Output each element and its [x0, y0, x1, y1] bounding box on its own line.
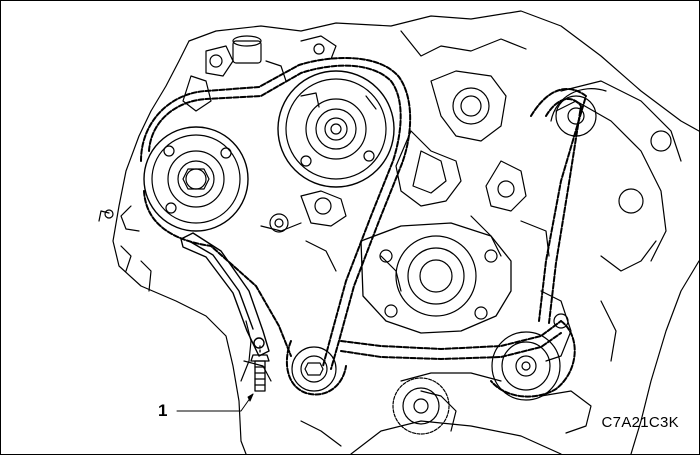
left-camshaft-sprocket: [143, 126, 249, 232]
lower-right-sprocket: [491, 331, 561, 401]
right-bank-sprocket: [550, 88, 607, 137]
crankshaft-sprocket: [291, 346, 337, 392]
timing-chain-lower: [285, 320, 576, 398]
callout-number-1: 1: [158, 401, 168, 420]
timing-chain-upper: [140, 57, 412, 370]
timing-chain-right: [530, 87, 587, 324]
oil-pump-housing: [360, 222, 512, 334]
upper-left-fittings: [182, 35, 337, 112]
tensioner-bolt: [250, 345, 270, 392]
lower-center-gear: [392, 377, 450, 435]
chain-tensioner-guide: [180, 232, 270, 357]
center-camshaft-sprocket: [277, 70, 395, 188]
figure-code: C7A21C3K: [601, 414, 679, 431]
callout-1-leader: [176, 393, 254, 412]
